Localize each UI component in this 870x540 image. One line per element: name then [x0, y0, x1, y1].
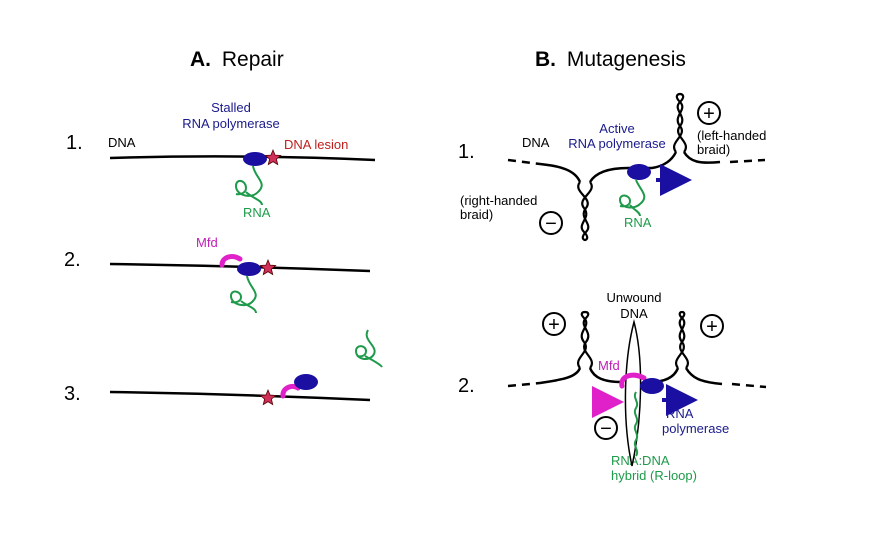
polymerase-label-line2: polymerase [662, 421, 729, 436]
rna-strand [229, 275, 257, 314]
rna-polymerase [640, 378, 664, 394]
polymerase-label-line2: RNA polymerase [568, 136, 666, 151]
panel-a-step-1: 1. DNA Stalled RNA polymerase DNA lesion… [66, 100, 376, 220]
mfd-protein [619, 372, 647, 389]
panel-a-step-3: 3. [64, 374, 371, 406]
panel-b-word: Mutagenesis [567, 48, 686, 71]
dna-dashed-left [507, 158, 541, 166]
dna-dashed-right [729, 158, 766, 164]
mfd-label: Mfd [196, 235, 218, 250]
right-handed-braid [577, 181, 593, 242]
dna-dashed-left [507, 381, 541, 388]
rna-polymerase [294, 374, 318, 390]
rna-dna-hybrid [633, 391, 639, 457]
panel-b-step-1: 1. DNA Active RNA polymerase (left-hande… [458, 92, 766, 242]
left-braid-label-line2: braid) [697, 142, 730, 157]
step-number: 2. [458, 375, 475, 397]
step-number: 3. [64, 383, 81, 405]
positive-supercoil-badge-right: + [700, 314, 724, 338]
step-number: 2. [64, 249, 81, 271]
dna-strand [109, 390, 371, 402]
left-positive-braid [577, 310, 593, 369]
polymerase-label-line1: RNA [666, 406, 694, 421]
panel-a: A. Repair 1. DNA Stalled RNA polymerase … [64, 48, 383, 406]
right-braid-label-line1: (right-handed [460, 193, 537, 208]
mfd-protein [280, 383, 301, 399]
left-braid-label-line1: (left-handed [697, 128, 766, 143]
positive-supercoil-badge-left: + [542, 312, 566, 336]
hybrid-label-line1: RNA:DNA [611, 453, 670, 468]
plus-sign: + [548, 314, 560, 336]
unwound-label-line2: DNA [620, 306, 648, 321]
panel-a-letter: A. [190, 48, 211, 71]
polymerase-label-line2: RNA polymerase [182, 116, 280, 131]
unwound-label-line1: Unwound [607, 290, 662, 305]
unwound-dna-bubble [624, 319, 642, 467]
rna-polymerase [237, 262, 261, 276]
lesion-star [259, 258, 277, 276]
rna-polymerase [627, 164, 651, 180]
negative-supercoil-badge: − [539, 211, 563, 235]
plus-sign: + [706, 316, 718, 338]
negative-supercoil-badge: − [594, 416, 618, 440]
dna-label: DNA [108, 135, 136, 150]
rna-label: RNA [243, 205, 271, 220]
right-positive-braid [675, 310, 689, 369]
panel-a-step-2: 2. Mfd [64, 235, 371, 314]
mfd-protein [219, 254, 243, 268]
plus-sign: + [703, 103, 715, 125]
panel-a-title: A. Repair [190, 48, 284, 71]
rna-label: RNA [624, 215, 652, 230]
panel-b-letter: B. [535, 48, 556, 71]
panel-b: B. Mutagenesis 1. DNA Active RNA polymer… [458, 48, 766, 483]
dna-label: DNA [522, 135, 550, 150]
hybrid-label-line2: hybrid (R-loop) [611, 468, 697, 483]
mfd-label: Mfd [598, 358, 620, 373]
dna-strand [109, 155, 376, 162]
left-handed-braid [673, 92, 687, 153]
positive-supercoil-badge: + [697, 101, 721, 125]
panel-b-step-2: 2. Unwound DNA Mfd RNA polymerase RNA:DN… [458, 290, 767, 483]
step-number: 1. [458, 141, 475, 163]
rna-polymerase [243, 152, 267, 166]
lesion-label: DNA lesion [284, 137, 348, 152]
dna-dashed-right [731, 382, 767, 389]
lesion-star [259, 388, 277, 406]
panel-b-title: B. Mutagenesis [535, 48, 686, 71]
lesion-star [264, 148, 282, 166]
minus-sign: − [545, 213, 557, 235]
dna-strand [539, 367, 723, 386]
rna-strand [234, 165, 263, 206]
right-braid-label-line2: braid) [460, 207, 493, 222]
minus-sign: − [600, 418, 612, 440]
panel-a-word: Repair [222, 48, 284, 71]
released-rna [354, 329, 383, 368]
rna-strand [618, 179, 646, 217]
polymerase-label-line1: Active [599, 121, 634, 136]
step-number: 1. [66, 132, 83, 154]
polymerase-label-line1: Stalled [211, 100, 251, 115]
